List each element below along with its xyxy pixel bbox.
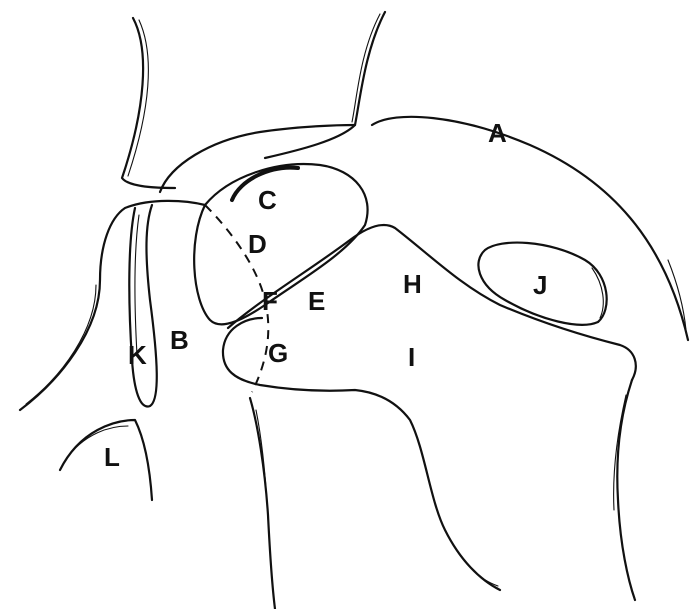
- outer-curve-a-hatch: [667, 259, 687, 331]
- region-j-hatch: [591, 267, 604, 319]
- upper-right-neck-outline: [263, 10, 387, 160]
- label-c: C: [258, 185, 277, 215]
- upper-right-neck-hatch: [351, 13, 381, 123]
- region-i-right-border: [616, 378, 637, 602]
- region-k-outline: [128, 203, 158, 408]
- label-d: D: [248, 229, 267, 259]
- left-process-outer-hatch: [25, 284, 97, 405]
- region-l-hatch: [63, 425, 129, 463]
- upper-left-outline: [120, 16, 177, 190]
- label-i: I: [408, 342, 415, 372]
- region-g-outline: [221, 316, 502, 592]
- label-f: F: [262, 286, 278, 316]
- region-h-border: [226, 224, 637, 382]
- label-e: E: [308, 286, 325, 316]
- label-b: B: [170, 325, 189, 355]
- upper-left-outline-hatch: [127, 19, 149, 177]
- label-g: G: [268, 338, 288, 368]
- label-a: A: [488, 118, 507, 148]
- top-arch-outline: [158, 123, 357, 194]
- region-d-outline: [193, 163, 369, 326]
- region-i-right-hatch: [613, 394, 627, 511]
- outer-curve-a: [370, 115, 690, 342]
- label-k: K: [128, 340, 147, 370]
- ramus-left-hatch: [255, 409, 269, 521]
- label-j: J: [533, 270, 547, 300]
- ramus-left-border: [248, 396, 277, 611]
- label-l: L: [104, 442, 120, 472]
- region-k-hatch: [134, 214, 140, 356]
- region-l-outline: [58, 418, 154, 502]
- dashed-reference-line: [204, 204, 270, 393]
- region-c-arc: [230, 165, 300, 202]
- region-j-outline: [477, 241, 608, 326]
- region-g-lower-hatch: [447, 535, 499, 587]
- left-process-outer: [18, 199, 207, 412]
- label-h: H: [403, 269, 422, 299]
